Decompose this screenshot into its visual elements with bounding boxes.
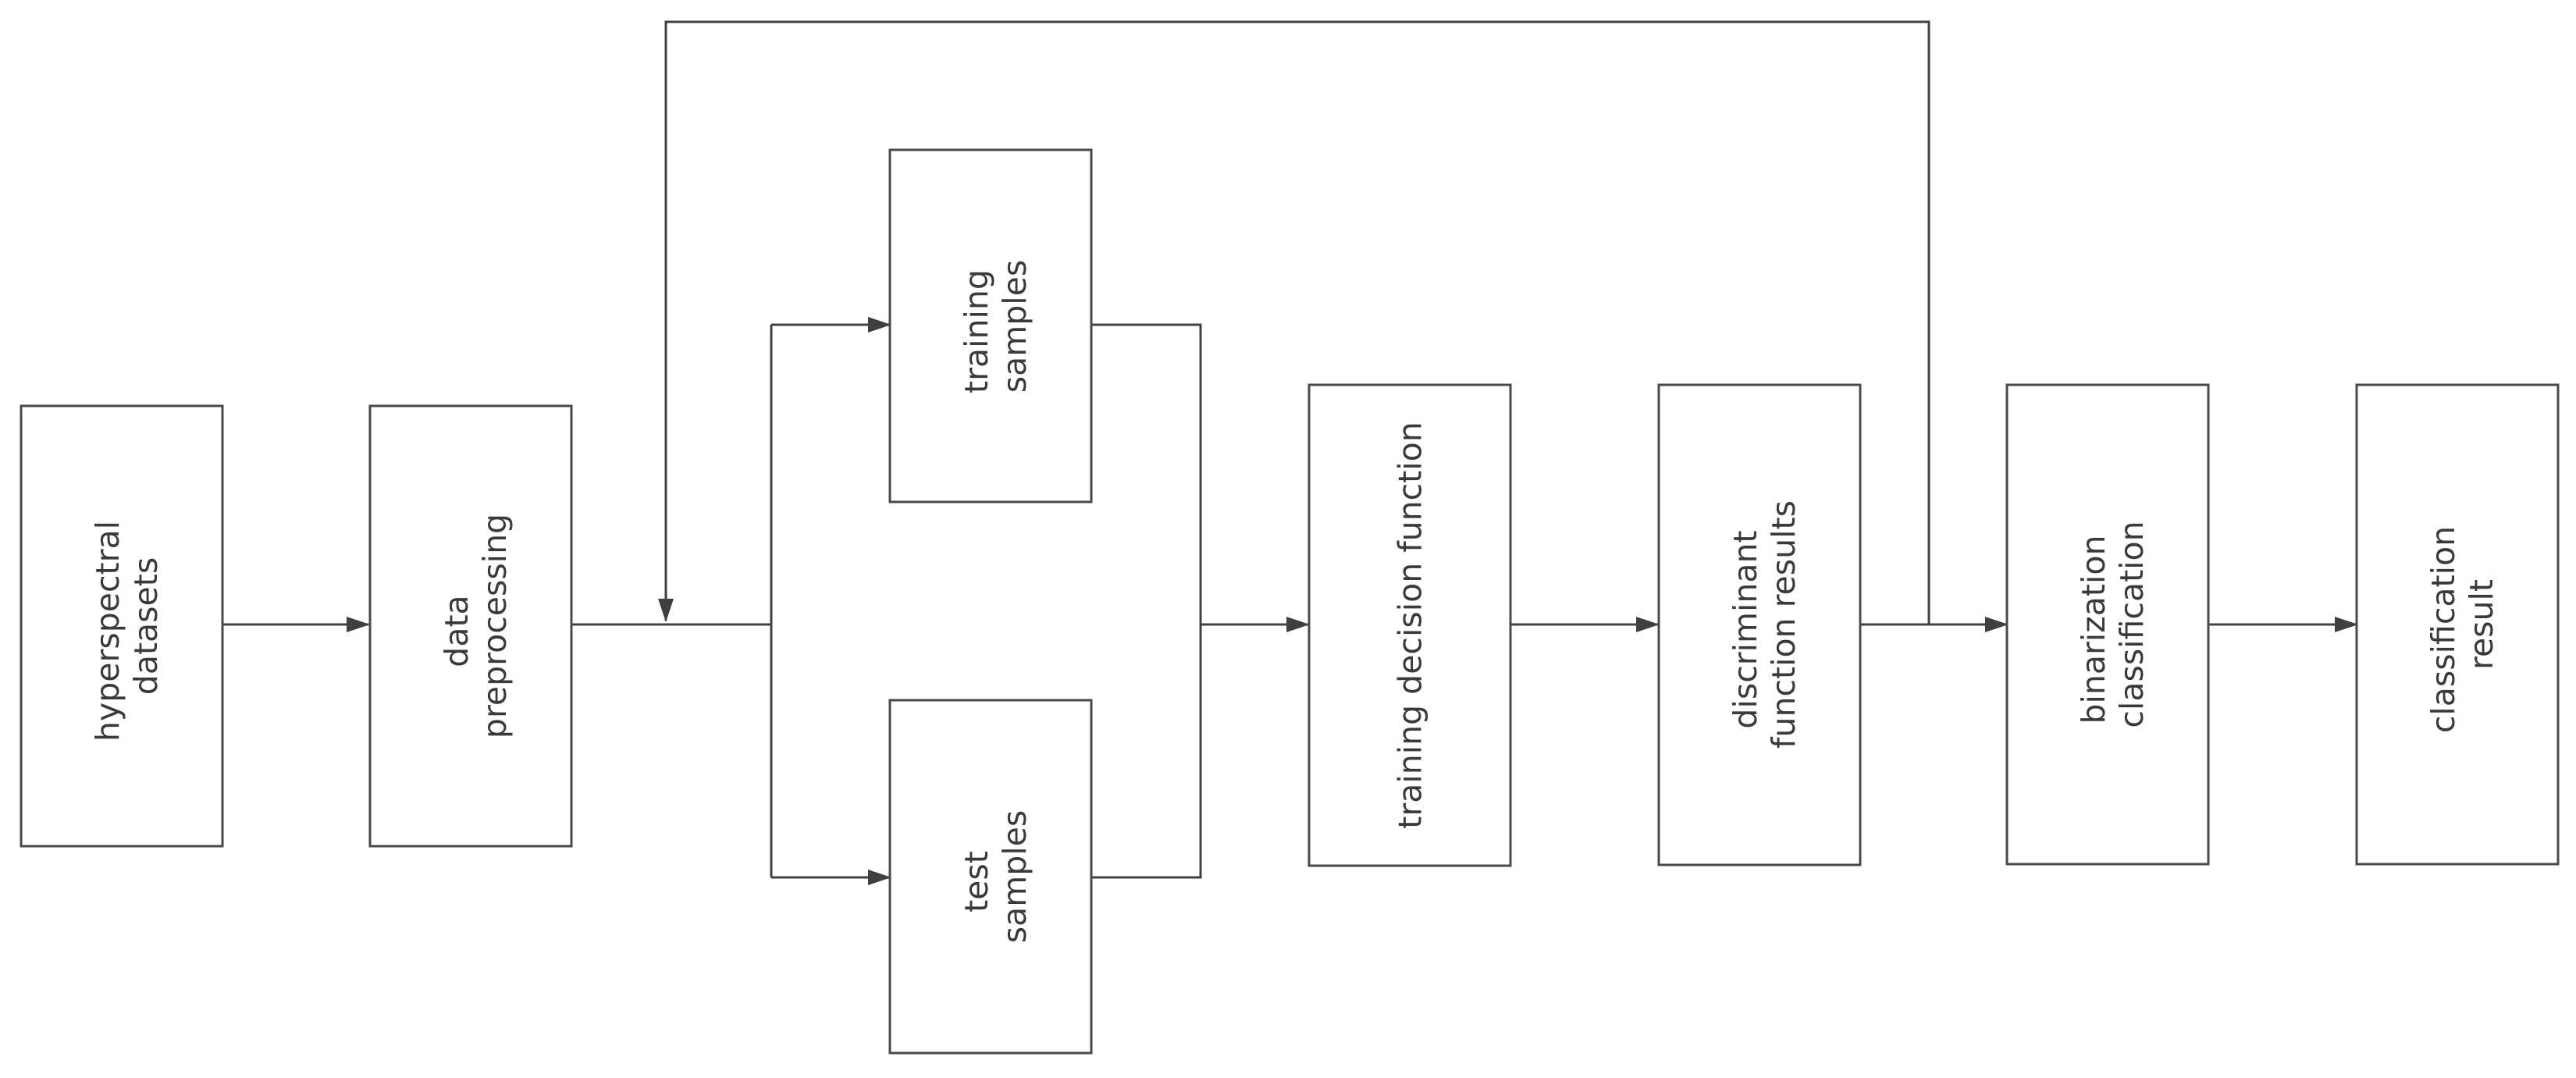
- node-label-line: function results: [1765, 500, 1802, 749]
- node-label-line: classification: [2113, 521, 2151, 728]
- node-data-preprocessing: data preprocessing: [368, 404, 573, 848]
- node-label-line: hyperspectral: [89, 521, 126, 742]
- edge-training-samples-to-merge: [1091, 323, 1202, 624]
- node-label: data preprocessing: [438, 514, 514, 738]
- node-label-line: data: [438, 595, 475, 667]
- node-label-line: training decision function: [1391, 422, 1429, 828]
- node-box: [2355, 383, 2560, 866]
- node-classification-result: classification result: [2355, 383, 2560, 866]
- node-label: test samples: [958, 810, 1034, 943]
- node-box: [888, 148, 1093, 503]
- node-label-line: training: [958, 269, 995, 393]
- node-label-line: preprocessing: [476, 514, 514, 738]
- node-label-line: test: [958, 851, 995, 913]
- node-label: training decision function: [1391, 422, 1429, 828]
- node-label-line: binarization: [2075, 535, 2112, 724]
- node-training-samples: training samples: [888, 148, 1093, 503]
- node-box: [888, 699, 1093, 1055]
- node-box: [1308, 383, 1512, 867]
- node-binarization-classification: binarization classification: [2005, 383, 2210, 866]
- node-label-line: discriminant: [1727, 530, 1764, 728]
- node-discriminant-function-results: discriminant function results: [1657, 383, 1862, 866]
- node-label-line: samples: [996, 810, 1034, 943]
- node-label-line: classification: [2425, 526, 2462, 733]
- node-label-line: result: [2463, 579, 2500, 670]
- node-hyperspectral-datasets: hyperspectral datasets: [20, 404, 224, 848]
- node-test-samples: test samples: [888, 699, 1093, 1055]
- node-label-line: datasets: [127, 557, 165, 695]
- node-label-line: samples: [996, 260, 1034, 393]
- node-box: [2005, 383, 2210, 866]
- edge-feedback-loop: [658, 20, 1930, 624]
- connectors: [222, 20, 2358, 885]
- node-label: training samples: [958, 259, 1034, 393]
- edge-test-samples-to-merge: [1091, 624, 1202, 879]
- node-box: [368, 404, 573, 848]
- node-box: [20, 404, 224, 848]
- node-box: [1657, 383, 1862, 866]
- node-training-decision-function: training decision function: [1308, 383, 1512, 867]
- node-label: classification result: [2425, 516, 2500, 733]
- node-label: binarization classification: [2075, 521, 2151, 728]
- node-label: discriminant function results: [1727, 500, 1802, 749]
- node-label: hyperspectral datasets: [89, 511, 165, 742]
